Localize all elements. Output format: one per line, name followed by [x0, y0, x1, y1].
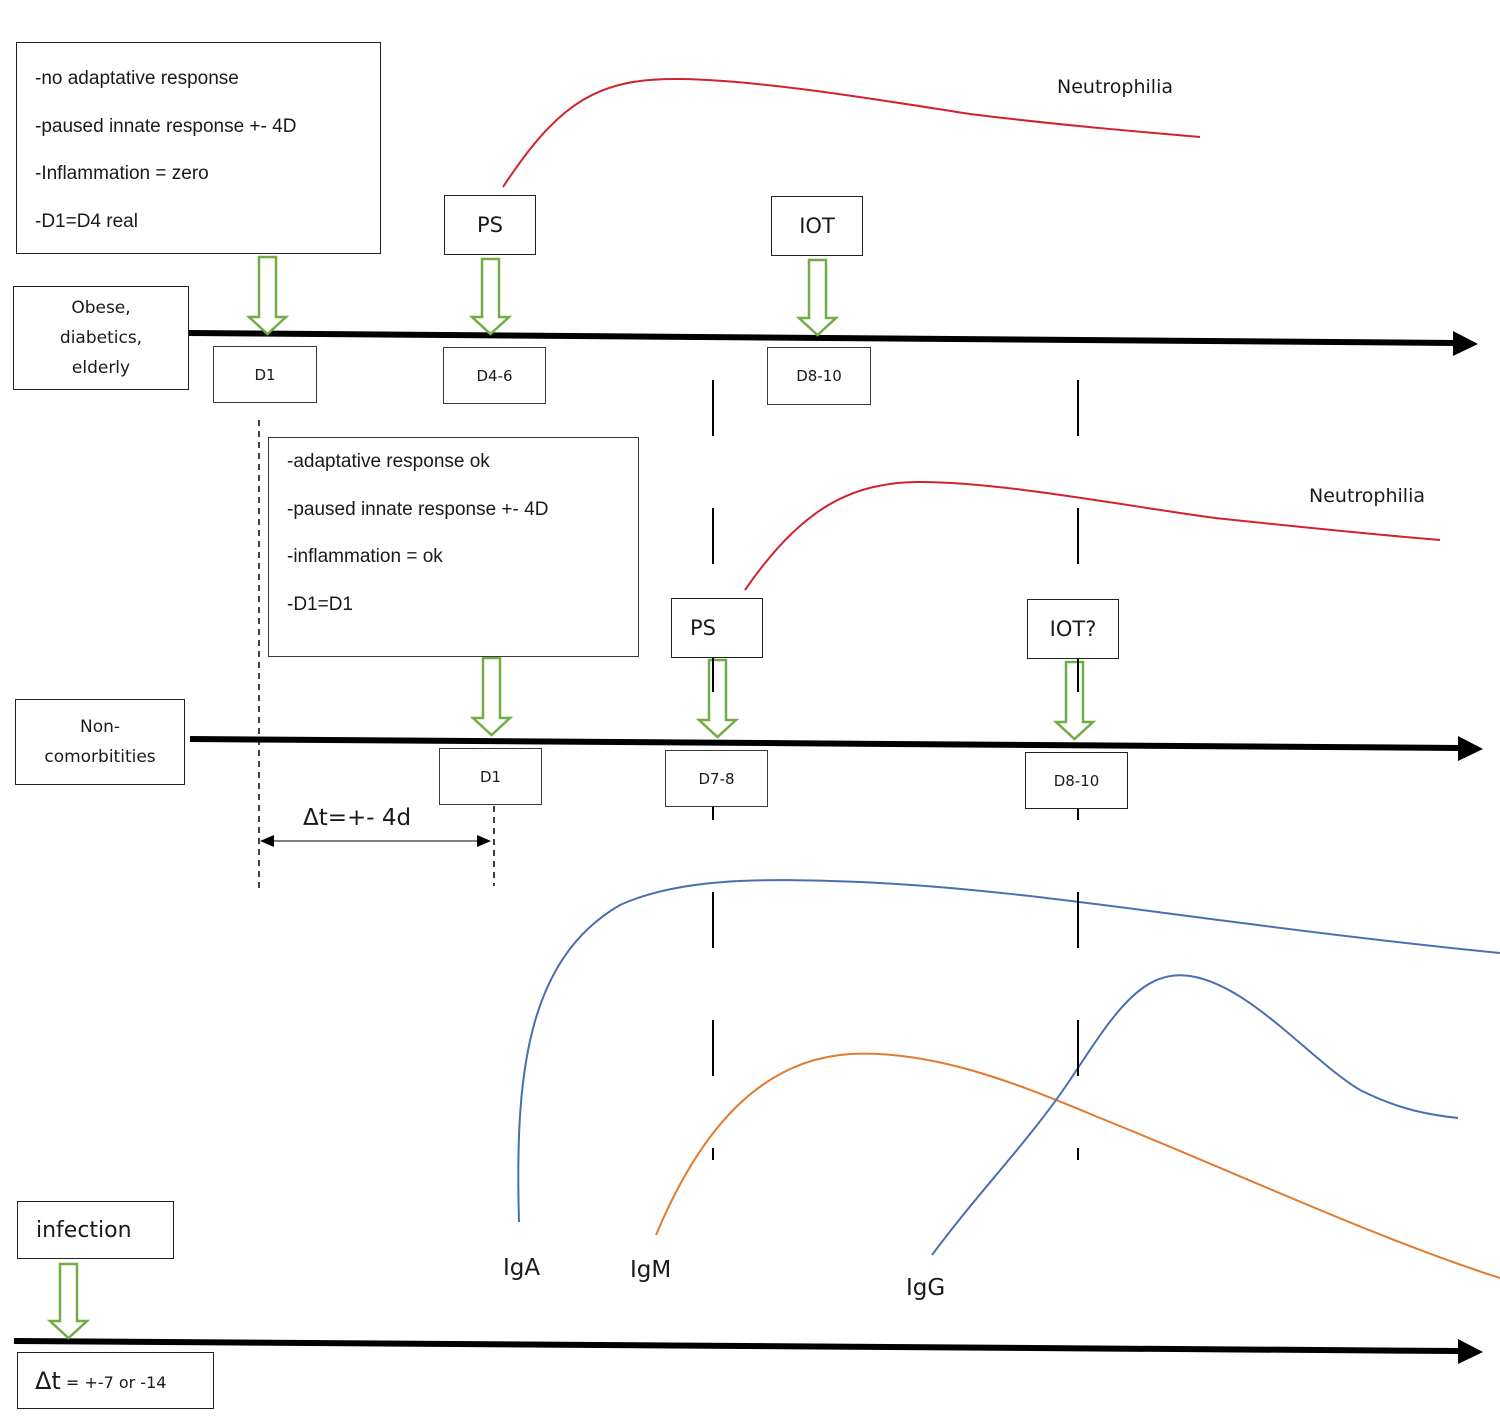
igm-label: IgM	[630, 1257, 672, 1283]
hollow-down-arrow-icon	[46, 1262, 91, 1340]
igm-curve	[655, 1052, 1500, 1279]
note-line: -paused innate response +- 4D	[287, 498, 549, 520]
delta-span-arrow	[260, 835, 491, 847]
delta-4d-label: Δt=+- 4d	[303, 805, 412, 831]
event-ps-1: PS	[444, 195, 536, 255]
note-line: -D1=D4 real	[35, 210, 138, 232]
neutrophilia-label-2: Neutrophilia	[1309, 485, 1425, 507]
non-comorbid-characteristics-note: -adaptative response ok -paused innate r…	[268, 437, 639, 657]
note-line: -inflammation = ok	[287, 546, 443, 567]
neutrophilia-curve-2	[744, 480, 1441, 591]
cohort-non-comorbid-label: Non- comorbitities	[15, 699, 185, 785]
arrowhead-icon	[1458, 736, 1483, 761]
timeline-axis-3	[13, 1338, 1483, 1364]
event-infection: infection	[17, 1201, 174, 1259]
delta-value: = +-7 or -14	[60, 1373, 167, 1392]
neutrophilia-curve-1	[502, 77, 1201, 188]
note-line: -Inflammation = zero	[35, 163, 209, 184]
event-iot-question-2: IOT?	[1027, 599, 1119, 659]
event-ps-2: PS	[671, 598, 763, 658]
iga-curve	[517, 879, 1500, 1223]
delta-symbol: Δt	[35, 1366, 61, 1395]
day-badge-d8-10-2: D8-10	[1025, 752, 1128, 809]
timeline-axis-2	[189, 736, 1483, 761]
note-line: -paused innate response +- 4D	[35, 115, 297, 137]
note-line: -D1=D1	[287, 593, 353, 615]
day-badge-d7-8: D7-8	[665, 750, 768, 807]
hollow-down-arrow-icon	[468, 257, 513, 336]
hollow-down-arrow-icon	[1052, 660, 1097, 741]
obese-characteristics-note: -no adaptative response -paused innate r…	[16, 42, 381, 254]
iga-label: IgA	[503, 1255, 541, 1281]
neutrophilia-label-1: Neutrophilia	[1057, 76, 1173, 98]
day-badge-d1-shifted: D1	[439, 748, 542, 805]
arrowhead-icon	[1458, 1339, 1483, 1364]
hollow-down-arrow-icon	[695, 658, 740, 739]
hollow-down-arrow-icon	[795, 258, 840, 337]
day-badge-d8-10: D8-10	[767, 347, 871, 405]
note-line: -adaptative response ok	[287, 451, 490, 472]
hollow-down-arrow-icon	[469, 656, 514, 737]
hollow-down-arrow-icon	[245, 255, 290, 336]
day-badge-d1: D1	[213, 346, 317, 403]
event-iot-1: IOT	[771, 196, 863, 256]
timeline-axis-1	[187, 330, 1478, 356]
note-line: -no adaptative response	[35, 68, 239, 89]
arrowhead-icon	[1453, 331, 1478, 356]
igg-curve	[931, 974, 1459, 1256]
delta-infection-badge: Δt = +-7 or -14	[17, 1352, 214, 1409]
cohort-obese-label: Obese, diabetics, elderly	[13, 286, 189, 390]
igg-label: IgG	[906, 1275, 946, 1301]
day-badge-d4-6: D4-6	[443, 347, 546, 404]
